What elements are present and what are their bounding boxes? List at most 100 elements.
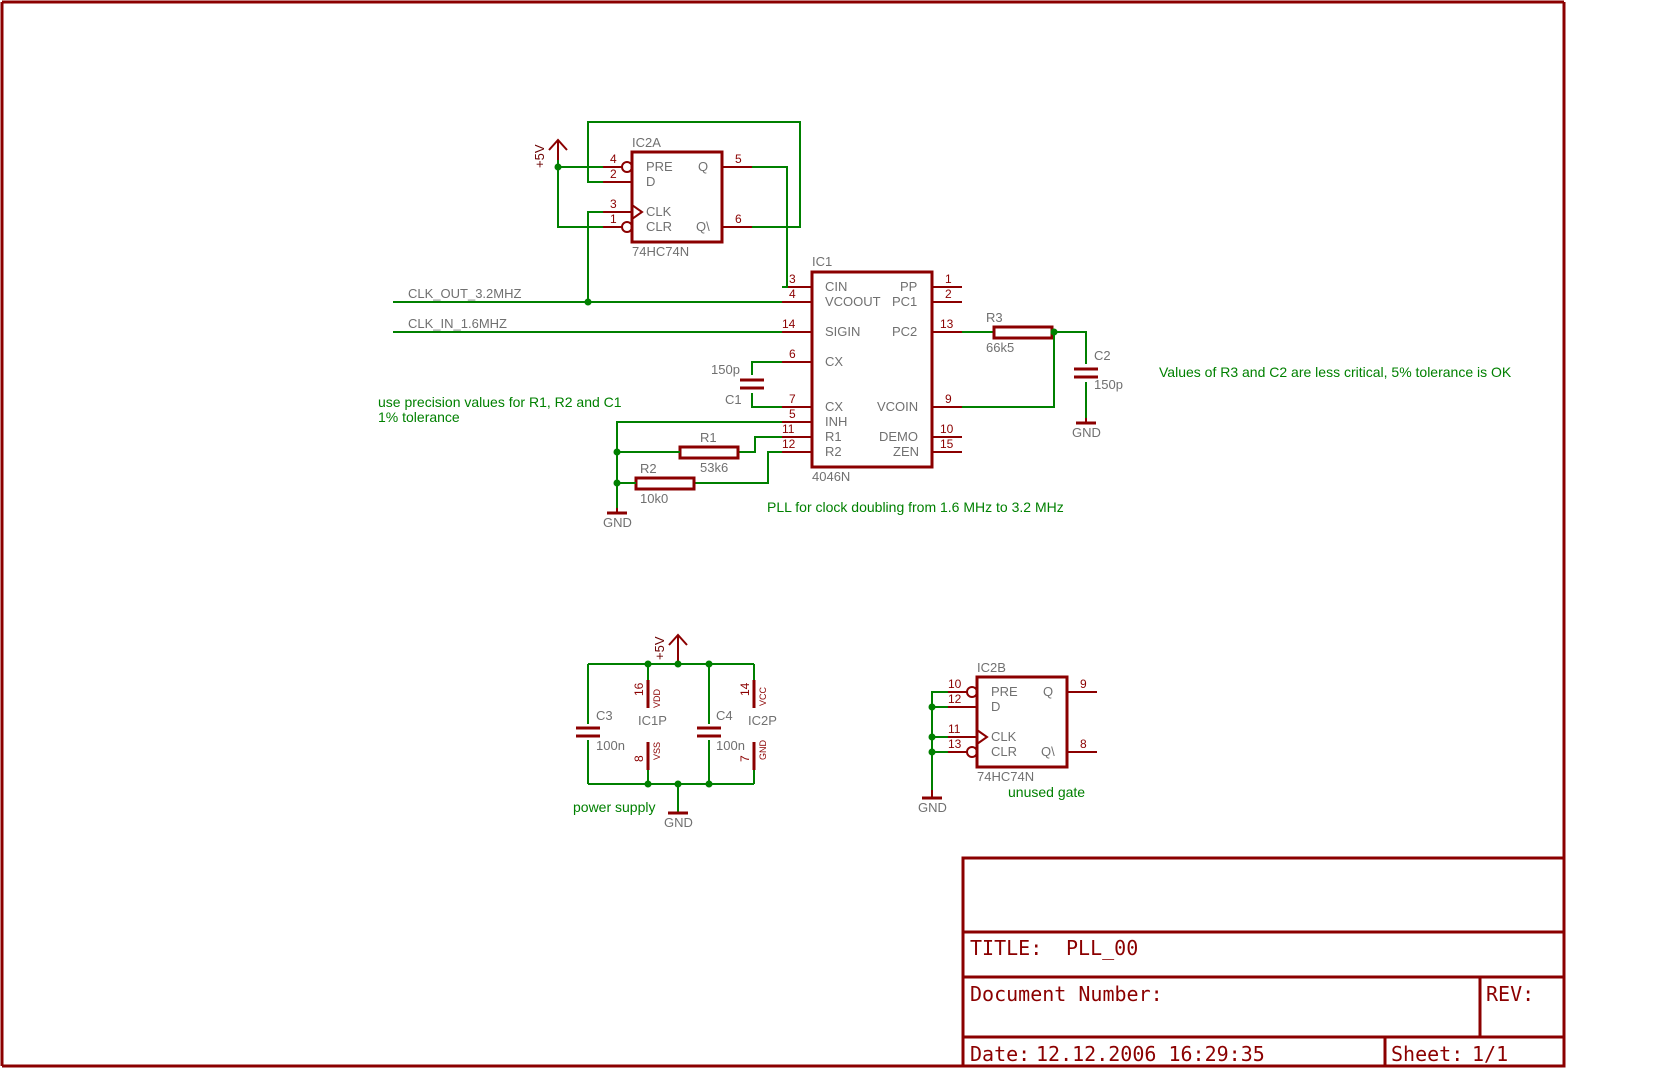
note-unused-gate: unused gate: [1008, 784, 1085, 800]
ic1-pin-label: CX: [825, 354, 843, 369]
ic1p-bottom-pin: 8: [632, 755, 646, 762]
date-value: 12.12.2006 16:29:35: [1036, 1042, 1265, 1066]
note-precision-line2: 1% tolerance: [378, 409, 460, 425]
ic2b-pin-label: PRE: [991, 684, 1018, 699]
ic1-value: 4046N: [812, 469, 850, 484]
ic1p-top-pin: 16: [632, 682, 646, 696]
c2-name: C2: [1094, 348, 1111, 363]
wires-clock-section: [393, 121, 801, 333]
ic2b-pin-num: 9: [1080, 677, 1087, 691]
ic2p-bottom-label: GND: [758, 740, 768, 761]
ic1-pin-label: SIGIN: [825, 324, 860, 339]
ic2b-pin-label: Q\: [1041, 744, 1055, 759]
ic2a-pin-label: Q\: [696, 219, 710, 234]
document-number-label: Document Number:: [970, 982, 1163, 1006]
r2-name: R2: [640, 461, 657, 476]
ic2a-pin-num: 5: [735, 152, 742, 166]
note-r3-c2-tolerance: Values of R3 and C2 are less critical, 5…: [1159, 364, 1512, 380]
r2-value: 10k0: [640, 491, 668, 506]
rev-label: REV:: [1486, 982, 1534, 1006]
title-block: TITLE: PLL_00 Document Number: REV: Date…: [961, 856, 1566, 1068]
ic2a-pin-num: 3: [610, 197, 617, 211]
ic2b-pin-label: Q: [1043, 684, 1053, 699]
ic1-pin-label: R2: [825, 444, 842, 459]
ic2b-pin-label: CLR: [991, 744, 1017, 759]
ic1-pin-num: 7: [789, 392, 796, 406]
ic1-name: IC1: [812, 254, 832, 269]
ic1-pin-num: 2: [945, 287, 952, 301]
r1-value: 53k6: [700, 460, 728, 475]
ic1-pin-num: 3: [789, 272, 796, 286]
ic2b-flip-flop: IC2B 74HC74N 10 12 11 13 PRE D CLK CLR 9…: [948, 660, 1097, 784]
c2-value: 150p: [1094, 377, 1123, 392]
ic2a-value: 74HC74N: [632, 244, 689, 259]
r3-value: 66k5: [986, 340, 1014, 355]
ic1-pin-label: VCOIN: [877, 399, 918, 414]
ic1-pin-label: PC1: [892, 294, 917, 309]
ic2a-pin-num: 1: [610, 212, 617, 226]
ic1-pin-num: 9: [945, 392, 952, 406]
ic2a-pin-num: 6: [735, 212, 742, 226]
c3-name: C3: [596, 708, 613, 723]
ic2p-top-label: VCC: [758, 686, 768, 706]
ic1-pin-label: VCOOUT: [825, 294, 881, 309]
net-label-clk-in: CLK_IN_1.6MHZ: [408, 316, 507, 331]
ic2a-pin-label: D: [646, 174, 655, 189]
ic2a-pin-label: Q: [698, 159, 708, 174]
note-precision-line1: use precision values for R1, R2 and C1: [378, 394, 622, 410]
c4-name: C4: [716, 708, 733, 723]
net-label-clk-out: CLK_OUT_3.2MHZ: [408, 286, 521, 301]
gnd-label: GND: [1072, 425, 1101, 440]
ic1-pin-num: 10: [940, 422, 954, 436]
gnd-label: GND: [664, 815, 693, 830]
gnd-label: GND: [918, 800, 947, 815]
ic2a-flip-flop: IC2A 74HC74N 4 2 3 1 PRE D CLK CLR 5 6 Q…: [603, 135, 752, 259]
ic1-pin-label: R1: [825, 429, 842, 444]
ic1-pin-num: 14: [782, 317, 796, 331]
ic1-pin-label: CIN: [825, 279, 847, 294]
ic1-pll-chip: IC1 4046N 3 4 14 6 7 5 11 12 CIN VCOOUT …: [782, 254, 962, 484]
ic1-pin-num: 4: [789, 287, 796, 301]
gnd-label: GND: [603, 515, 632, 530]
ic1-pin-label: PP: [900, 279, 917, 294]
ic1p-top-label: VDD: [652, 688, 662, 708]
ic1-pin-label: ZEN: [893, 444, 919, 459]
gnd-symbol: GND: [1072, 418, 1101, 440]
note-power-supply: power supply: [573, 799, 656, 815]
ic2a-pin-label: CLR: [646, 219, 672, 234]
ic1-pin-num: 11: [782, 422, 795, 436]
ic2a-name: IC2A: [632, 135, 661, 150]
ic1-pin-num: 12: [782, 437, 796, 451]
vcc-label: +5V: [652, 636, 667, 660]
loop-filter: R3 66k5 C2 150p: [962, 310, 1123, 418]
ic2a-pin-num: 4: [610, 152, 617, 166]
r1-name: R1: [700, 430, 717, 445]
ic1-pin-num: 15: [940, 437, 954, 451]
ic2b-ground-ties: GND: [918, 691, 948, 815]
ic2b-pin-num: 13: [948, 737, 962, 751]
ic2b-pin-label: D: [991, 699, 1000, 714]
ic2b-value: 74HC74N: [977, 769, 1034, 784]
date-label: Date:: [970, 1042, 1030, 1066]
sheet-value: 1/1: [1472, 1042, 1508, 1066]
c1-capacitor: 150p C1: [711, 361, 782, 408]
ic1-pin-label: DEMO: [879, 429, 918, 444]
ic2b-name: IC2B: [977, 660, 1006, 675]
title-value: PLL_00: [1066, 936, 1138, 960]
sheet-frame: [0, 0, 1566, 1068]
ic2p-bottom-pin: 7: [738, 755, 752, 762]
ic1p-name: IC1P: [638, 713, 667, 728]
c1-value: 150p: [711, 362, 740, 377]
vcc-label: +5V: [532, 144, 547, 168]
ic2a-pin-label: PRE: [646, 159, 673, 174]
c3-value: 100n: [596, 738, 625, 753]
ic1-pin-label: PC2: [892, 324, 917, 339]
ic1-pin-num: 6: [789, 347, 796, 361]
r3-name: R3: [986, 310, 1003, 325]
ic1-pin-label: CX: [825, 399, 843, 414]
ic1-pin-label: INH: [825, 414, 847, 429]
note-pll-description: PLL for clock doubling from 1.6 MHz to 3…: [767, 499, 1064, 515]
c4-value: 100n: [716, 738, 745, 753]
ic2b-pin-num: 10: [948, 677, 962, 691]
